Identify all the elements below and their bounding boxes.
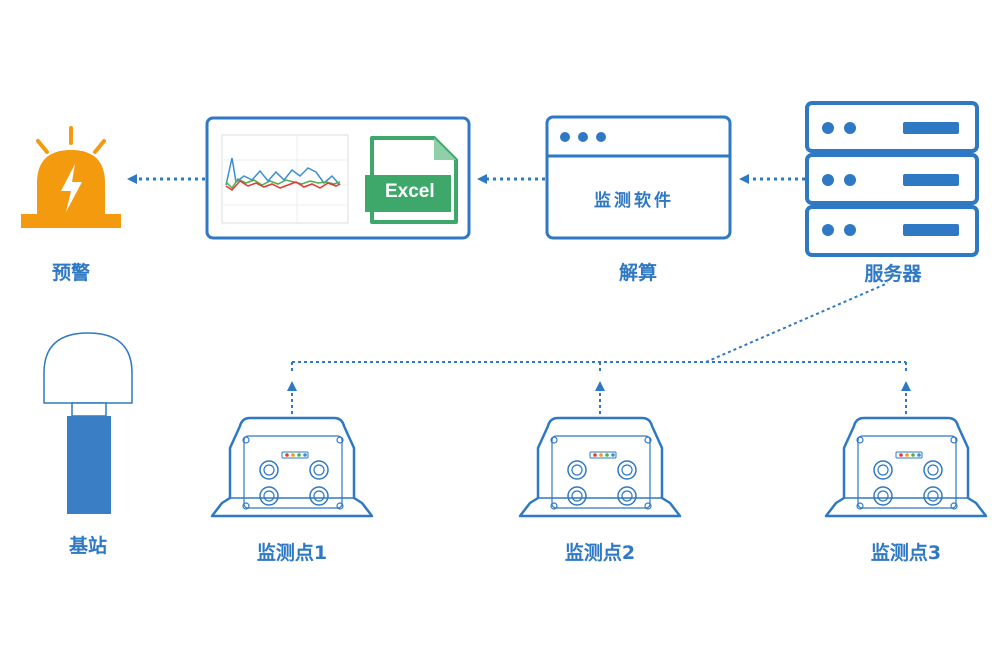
gnss-receiver-icon (518, 416, 682, 518)
server-rack-icon (805, 101, 979, 257)
alarm-label: 预警 (51, 262, 90, 284)
monitor-label-1: 监测点1 (256, 542, 328, 564)
gnss-receiver-icon (210, 416, 374, 518)
gnss-antenna-icon (43, 332, 133, 514)
base-station-label: 基站 (68, 535, 107, 557)
alarm-light-icon (21, 126, 121, 228)
monitor-network-lines (287, 282, 911, 420)
gnss-receiver-icon (824, 416, 988, 518)
server-label: 服务器 (864, 263, 922, 285)
mini-line-chart (221, 134, 349, 224)
monitor-label-3: 监测点3 (870, 542, 942, 564)
excel-file-icon (365, 136, 458, 224)
software-title: 监测软件 (594, 191, 674, 211)
report-panel (205, 116, 471, 240)
excel-label: Excel (385, 181, 435, 202)
monitor-label-2: 监测点2 (564, 542, 636, 564)
software-label: 解算 (618, 262, 657, 284)
app-window-icon (545, 115, 732, 240)
